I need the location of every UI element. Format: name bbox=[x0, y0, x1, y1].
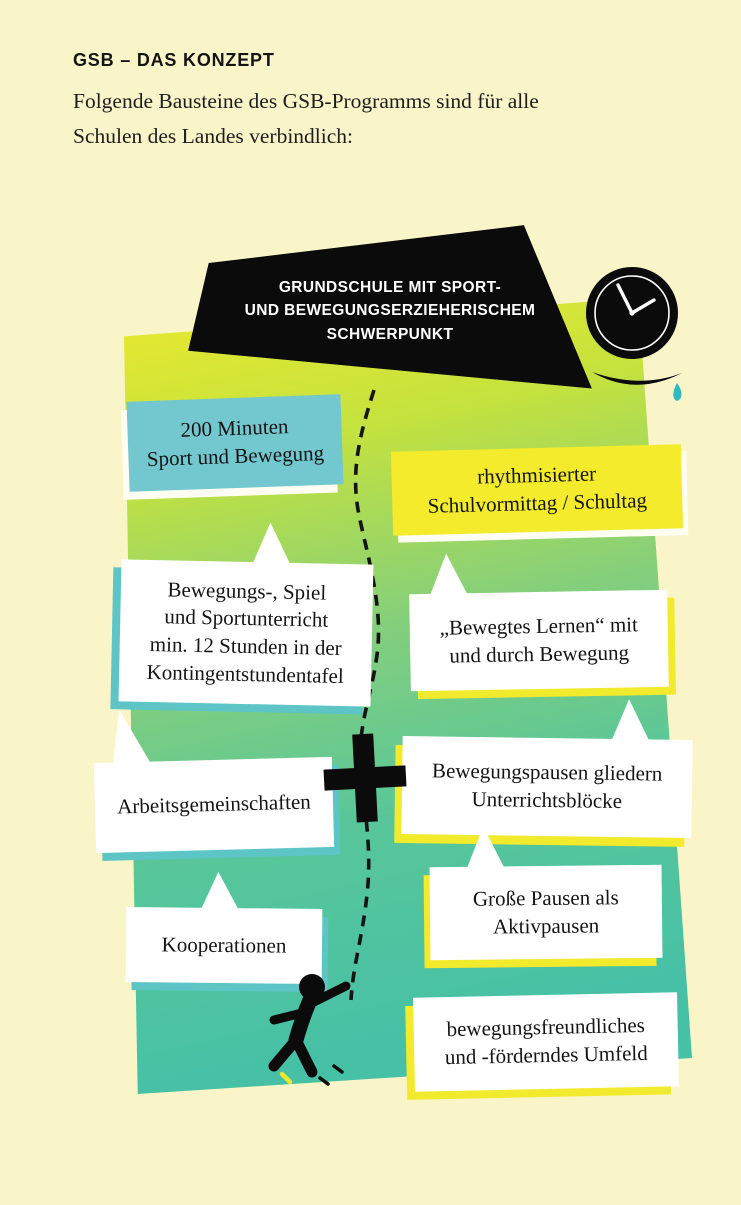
page-subtitle: Folgende Bausteine des GSB-Programms sin… bbox=[73, 89, 539, 148]
card-text: Kooperationen bbox=[161, 931, 287, 958]
card-sportunterricht: Bewegungs-, Spiel und Sportunterricht mi… bbox=[118, 559, 374, 707]
card-bewegungspausen: Bewegungspausen gliedern Unterrichtsblöc… bbox=[401, 736, 693, 839]
card-grosse-pausen: Große Pausen als Aktivpausen bbox=[429, 865, 663, 961]
page-title: GSB – DAS KONZEPT bbox=[73, 50, 275, 70]
card-text: 200 Minuten Sport und Bewegung bbox=[146, 414, 325, 472]
clock-icon bbox=[586, 267, 682, 401]
running-child-icon bbox=[268, 974, 351, 1086]
card-text: Bewegungs-, Spiel und Sportunterricht mi… bbox=[146, 576, 344, 688]
card-text: „Bewegtes Lernen“ mit und durch Bewegung bbox=[439, 612, 639, 668]
card-text: Arbeitsgemeinschaften bbox=[116, 789, 312, 819]
card-text: Große Pausen als Aktivpausen bbox=[472, 885, 619, 939]
card-rhythmisierter-schultag: rhythmisierter Schulvormittag / Schultag bbox=[390, 444, 684, 536]
card-200-minuten: 200 Minuten Sport und Bewegung bbox=[126, 394, 344, 492]
card-bewegtes-lernen: „Bewegtes Lernen“ mit und durch Bewegung bbox=[409, 590, 669, 692]
card-text: Bewegungspausen gliedern Unterrichtsblöc… bbox=[431, 758, 663, 814]
card-text: rhythmisierter Schulvormittag / Schultag bbox=[427, 461, 648, 518]
card-bewegungsfreundliches-umfeld: bewegungsfreundliches und -förderndes Um… bbox=[413, 992, 679, 1092]
banner-text: GRUNDSCHULE MIT SPORT- UND BEWEGUNGSERZI… bbox=[244, 279, 536, 343]
card-arbeitsgemeinschaften: Arbeitsgemeinschaften bbox=[93, 757, 335, 854]
card-text: bewegungsfreundliches und -förderndes Um… bbox=[444, 1013, 648, 1070]
plus-icon bbox=[322, 732, 408, 824]
